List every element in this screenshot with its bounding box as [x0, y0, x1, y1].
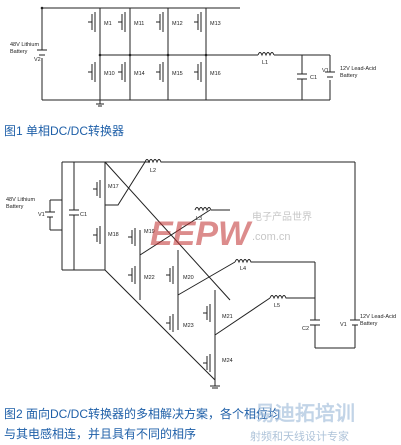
eepw-watermark: EEPW 电子产品世界 .com.cn: [150, 210, 312, 253]
fig1-c1-label: C1: [310, 75, 317, 81]
bottom-watermark: 易迪拓培训 射频和天线设计专家: [250, 401, 355, 443]
fig2-c2-label: C2: [302, 326, 309, 332]
figure2-caption-line2: 与其电感相连，并且具有不同的相序: [4, 426, 196, 441]
fig1-load-label-v1: V1: [322, 68, 329, 74]
fig1-m1: M1: [104, 21, 112, 27]
fig2-battery-label-1: 48V Lithium: [6, 197, 35, 203]
fig1-m11: M11: [134, 21, 144, 27]
fig2-m24: M24: [222, 358, 233, 364]
fig1-m16: M16: [210, 71, 221, 77]
fig2-m19: M19: [144, 229, 155, 235]
fig1-load-label-1: 12V Lead-Acid: [340, 66, 376, 72]
fig1-m14: M14: [134, 71, 145, 77]
fig1-battery-label-1: 48V Lithium: [10, 42, 39, 48]
fig2-load-label-1: 12V Lead-Acid: [360, 314, 396, 320]
fig2-l2-label: L2: [150, 168, 156, 174]
fig2-battery-label-3: V1: [38, 212, 45, 218]
fig1-inductor-l1: [257, 52, 275, 57]
fig2-m20: M20: [183, 275, 194, 281]
bottom-brand: 易迪拓培训: [255, 401, 355, 425]
fig2-c1-label: C1: [80, 212, 87, 218]
eepw-sub: 电子产品世界: [252, 210, 312, 223]
fig2-l3-label: L3: [196, 216, 202, 222]
fig2-l5-label: L5: [274, 303, 280, 309]
fig1-m10: M10: [104, 71, 115, 77]
fig2-l4-label: L4: [240, 266, 246, 272]
fig2-m21: M21: [222, 314, 233, 320]
eepw-url: .com.cn: [252, 231, 291, 243]
fig2-load-label-2: Battery: [360, 321, 378, 327]
fig2-m18: M18: [108, 232, 119, 238]
fig2-battery-label-2: Battery: [6, 204, 24, 210]
figure1-caption: 图1 单相DC/DC转换器: [4, 123, 124, 138]
fig1-capacitor-c1: [297, 55, 307, 100]
figure2-caption-line1: 图2 面向DC/DC转换器的多相解决方案，各个相位均: [4, 406, 280, 421]
fig1-m12: M12: [172, 21, 183, 27]
fig2-m22: M22: [144, 275, 155, 281]
fig1-m15: M15: [172, 71, 183, 77]
fig1-battery-label-3: V2: [34, 57, 41, 63]
fig2-v1-label: V1: [340, 322, 347, 328]
fig1-l1-label: L1: [262, 60, 268, 66]
eepw-logo: EEPW: [150, 215, 253, 253]
fig1-battery-label-2: Battery: [10, 49, 28, 55]
bottom-logo-text: 射频和天线设计专家: [250, 429, 349, 443]
fig1-load-label-2: Battery: [340, 73, 358, 79]
figure2-schematic: 48V Lithium Battery V1 C1 M17 M18 L2 M19…: [6, 159, 396, 389]
fig2-m23: M23: [183, 323, 194, 329]
fig1-switch-columns: [88, 8, 258, 100]
figure1-schematic: 48V Lithium Battery V2 M1 M11 M12 M13: [10, 6, 376, 107]
fig2-m17: M17: [108, 184, 119, 190]
fig1-m13: M13: [210, 21, 221, 27]
